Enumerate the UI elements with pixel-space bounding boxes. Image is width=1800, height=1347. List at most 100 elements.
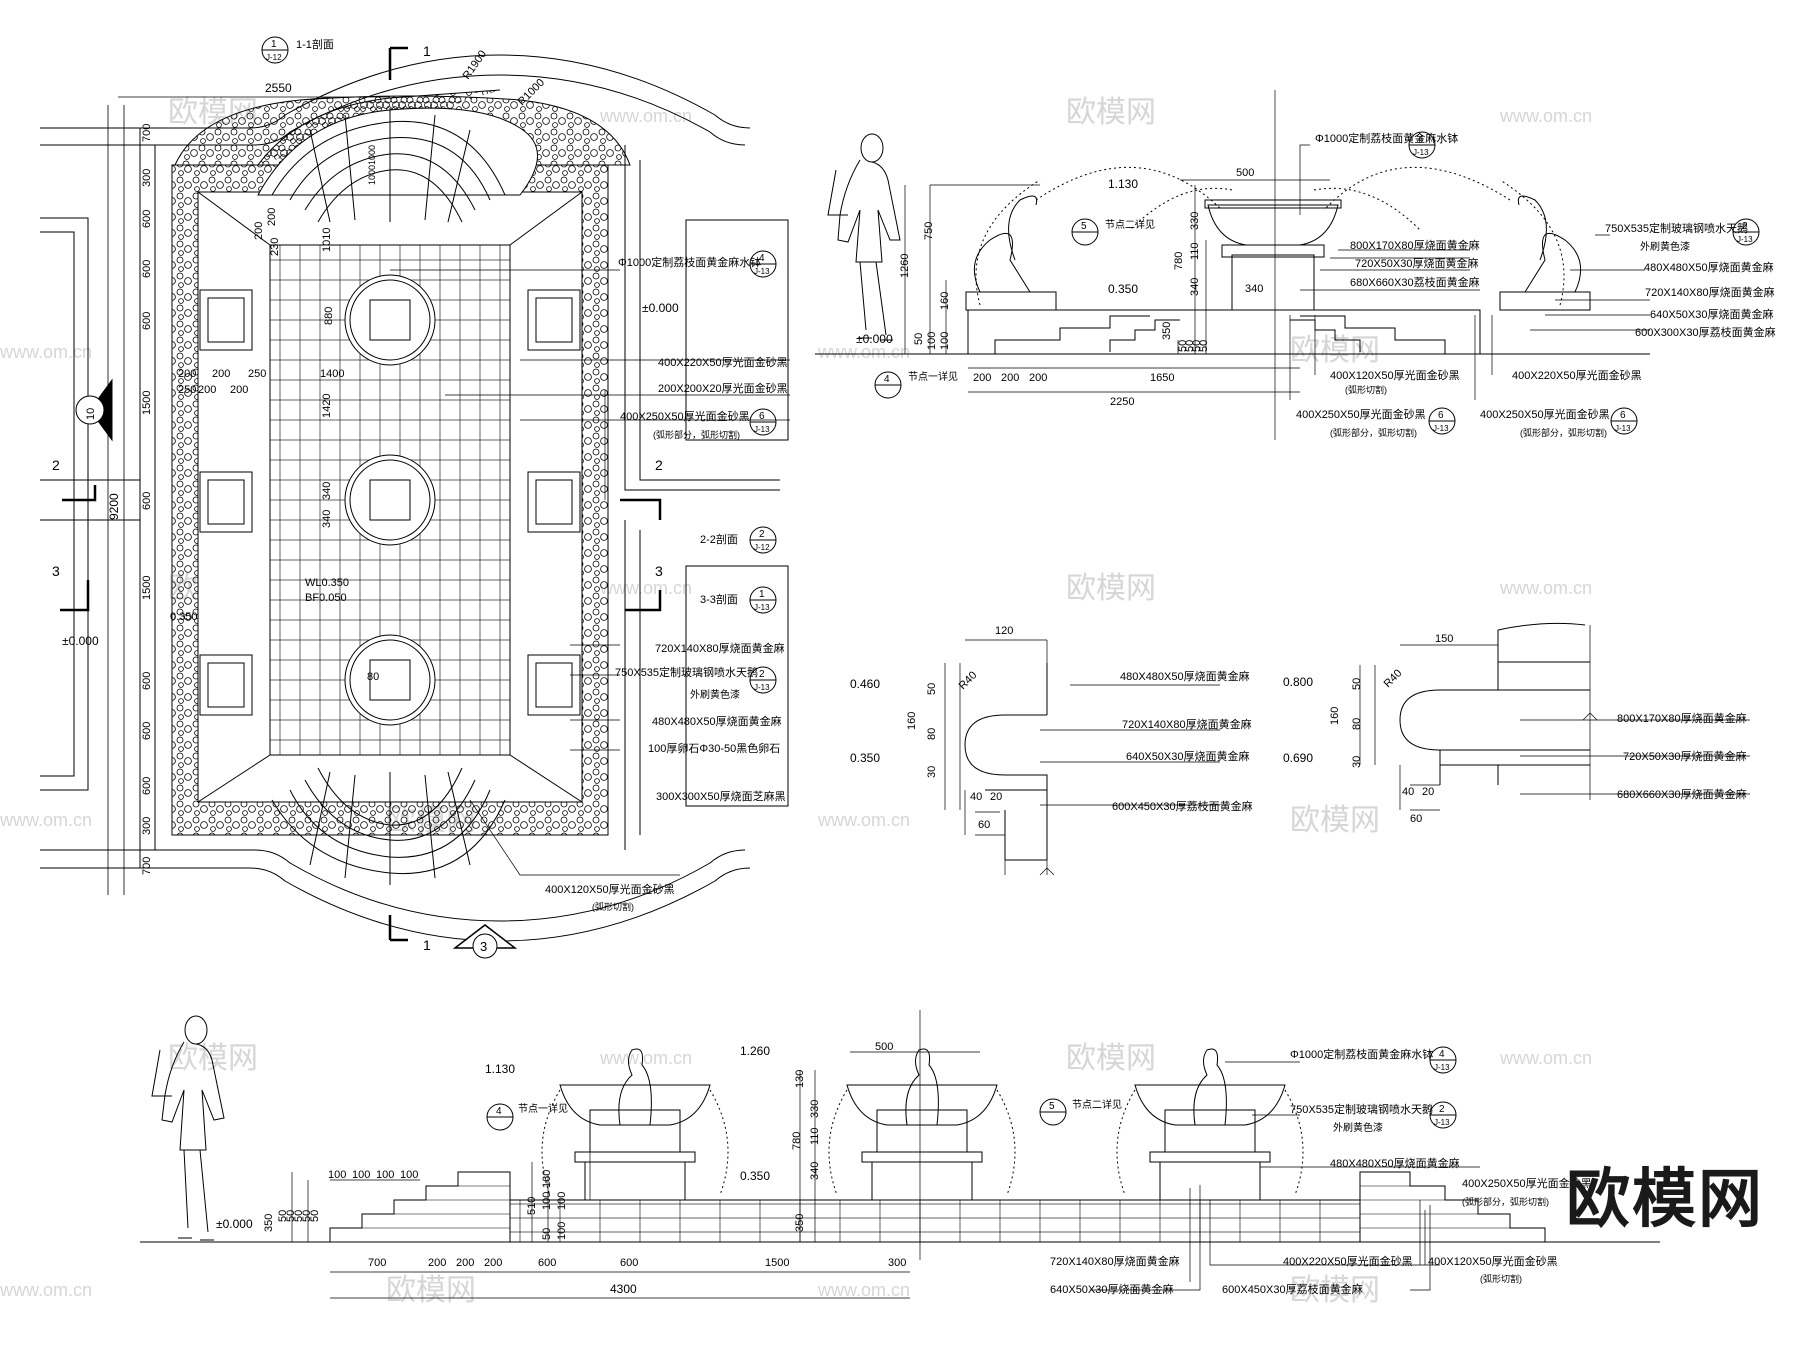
svg-text:200: 200 [212,368,230,380]
svg-text:30: 30 [926,766,938,778]
plan-leaders [390,269,790,876]
svg-text:600: 600 [141,722,153,740]
section-a-callout-swan: 750X535定制玻璃钢喷水天鹅 [1605,221,1748,235]
svg-text:J-13: J-13 [1737,235,1753,244]
svg-text:(弧形切割): (弧形切割) [1480,1273,1522,1284]
svg-text:510: 510 [526,1197,538,1215]
watermark-cn: 欧模网 [168,1042,258,1075]
section-a-pedestal [1231,254,1315,311]
section-a-vdims: 1260 750 160 100 100 50 330 780 110 340 … [899,212,1210,352]
plan-path-lines [639,160,780,481]
plan-corner-lines [197,191,583,803]
section-a-callout-10: 400X250X50厚光面金砂黑 [1296,407,1426,421]
section-b-steps-right-lines [1360,1185,1510,1229]
svg-text:750X535定制玻璃钢喷水天鹅: 750X535定制玻璃钢喷水天鹅 [1290,1102,1433,1116]
svg-text:6: 6 [1620,410,1626,421]
section-a-callout-6: 640X50X30厚烧面黄金麻 [1650,307,1774,321]
svg-text:200: 200 [266,208,278,226]
svg-text:110: 110 [1189,242,1201,260]
section-b-labels: 1.130 1.260 0.350 ±0.000 500 130 330 780… [216,1041,1592,1296]
svg-text:20: 20 [1422,786,1434,798]
detail-2-profile [1399,630,1590,785]
section-b-hdims: 700 200 200 200 600 600 1500 300 [368,1257,906,1269]
svg-text:640X50X30厚烧面黄金麻: 640X50X30厚烧面黄金麻 [1050,1282,1174,1296]
svg-text:1420: 1420 [321,394,333,418]
svg-text:80: 80 [1351,718,1363,730]
svg-text:340: 340 [321,510,333,528]
detail-1-level-bottom: 0.350 [850,751,880,765]
svg-text:100: 100 [556,1222,568,1240]
svg-text:880: 880 [323,307,335,325]
watermark-cn: 欧模网 [1066,1042,1156,1075]
svg-text:4: 4 [1439,1049,1445,1060]
plan-callout-stone-4: 720X140X80厚烧面黄金麻 [655,641,785,655]
section-a-basin-wall [967,309,1481,354]
section-b-level-0350: 0.350 [740,1169,770,1183]
svg-text:600: 600 [620,1257,638,1269]
svg-text:50: 50 [913,333,925,345]
section-a-callout-10-note: (弧形部分，弧形切割) [1330,427,1417,438]
svg-text:60: 60 [978,819,990,831]
svg-text:780: 780 [1173,252,1185,270]
section-a-ref-bubbles: 4 J-13 2 J-13 6 J-13 6 J-13 [1408,131,1760,435]
section-a-dim-lines [815,184,1207,355]
section-b-ref-bubbles: 4 J-13 2 J-13 [1429,1046,1457,1129]
section-a-level-0350: 0.350 [1108,282,1138,296]
svg-text:340: 340 [321,482,333,500]
svg-text:200: 200 [428,1257,446,1269]
section-b-node-4: 4 节点一详见 [486,1102,568,1131]
svg-text:200: 200 [484,1257,502,1269]
plan-callout-stone-1: 400X220X50厚光面金砂黑 [658,355,788,369]
svg-text:10001000: 10001000 [367,145,377,185]
plan-inner-dims: 1010 200 200 230 880 1400 1420 340 340 2… [178,145,379,683]
svg-text:100: 100 [352,1169,370,1181]
svg-text:1: 1 [759,589,765,600]
plan-outer-boundary [40,867,751,942]
svg-text:2: 2 [1439,1104,1445,1115]
plan-callout-swan-paint: 外刷黄色漆 [690,688,740,701]
plan-level-bf: BF0.050 [305,592,347,604]
svg-text:J-13: J-13 [1434,1063,1450,1072]
svg-text:600X450X30厚荔枝面黄金麻: 600X450X30厚荔枝面黄金麻 [1222,1282,1363,1296]
watermark-url: www.om.cn [0,342,92,362]
detail-2-dim-lines [1359,644,1498,811]
svg-text:780: 780 [791,1132,803,1150]
section-a-level-1130: 1.130 [1108,177,1138,191]
section-a-labels: 1.130 0.350 ±0.000 1260 750 160 100 100 … [856,131,1776,438]
section-a-node-4: 4 节点一详见 [874,370,958,399]
section-b-level-1260: 1.260 [740,1044,770,1058]
plan-fountain-bowls [344,274,436,726]
plan-section-mark-3-left: 3 [52,563,60,579]
svg-text:110: 110 [809,1127,821,1145]
plan-inner-boundary [40,849,746,922]
svg-text:200: 200 [456,1257,474,1269]
svg-text:720X50X30厚烧面黄金麻: 720X50X30厚烧面黄金麻 [1623,749,1747,763]
svg-text:50: 50 [293,1210,305,1222]
svg-text:Φ1000定制荔枝面黄金麻水钵: Φ1000定制荔枝面黄金麻水钵 [1290,1047,1433,1061]
svg-text:150: 150 [1435,633,1453,645]
plan-section-cut-3 [625,590,662,612]
svg-text:50: 50 [541,1228,553,1240]
svg-text:30: 30 [1351,756,1363,768]
svg-text:230: 230 [269,238,281,256]
plan-level-left: ±0.000 [62,634,99,648]
svg-text:20: 20 [990,791,1002,803]
section-a-dim-500: 500 [1236,167,1254,179]
watermark-url: www.om.cn [0,1280,92,1300]
plan-level-right: ±0.000 [642,301,679,315]
svg-text:J-13: J-13 [754,425,770,434]
plan-path-lines [40,479,140,521]
detail-2-labels: 150 R40 50 160 80 30 40 20 60 0.800 0.69… [1283,633,1747,825]
plan-section-3-title: 3-3剖面 [700,592,738,606]
section-b [140,1010,1660,1299]
plan-dim-2550: 2550 [265,81,292,95]
section-a-bowl [1207,204,1339,246]
svg-text:160: 160 [1329,707,1341,725]
svg-text:5: 5 [1081,221,1087,232]
section-a-water-arc [975,166,1565,306]
svg-text:200: 200 [198,384,216,396]
section-a-dim-200b: 200 [1001,372,1019,384]
section-a-callout-1: 800X170X80厚烧面黄金麻 [1350,238,1480,252]
section-a-callout-7: 600X300X30厚荔枝面黄金麻 [1635,325,1776,339]
plan-top-radial [309,108,471,223]
